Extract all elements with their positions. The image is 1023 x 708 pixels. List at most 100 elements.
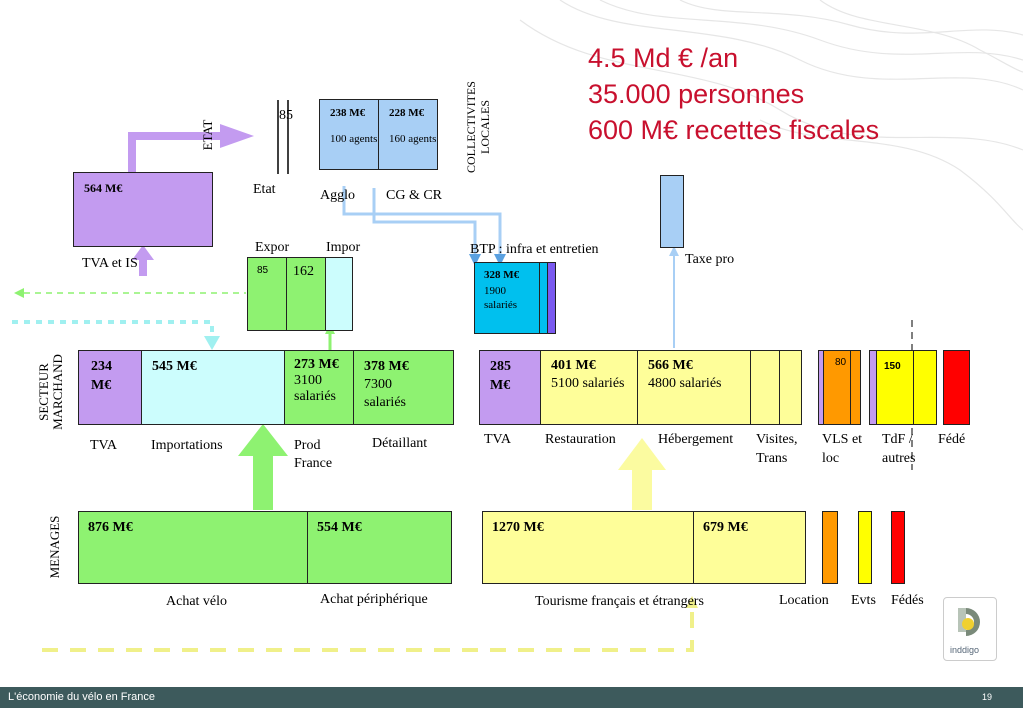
achat-velo-value: 876 M€: [88, 520, 133, 535]
restauration-value: 401 M€: [551, 358, 596, 373]
prod-detail2: salariés: [294, 389, 336, 404]
tourisme-box: 1270 M€: [482, 511, 694, 584]
btp-box: 328 M€ 1900 salariés: [474, 262, 540, 334]
tva-is-value: 564 M€: [84, 181, 123, 195]
detaillant-detail1: 7300: [364, 377, 392, 392]
sm-left-tva-label: TVA: [90, 438, 117, 453]
vls-box-2: 80: [835, 350, 861, 425]
fede-box: [943, 350, 970, 425]
prod-export-box: 162: [286, 257, 326, 331]
agglo-box: 238 M€ 100 agents: [319, 99, 379, 170]
agglo-label: Agglo: [320, 188, 355, 203]
expor-label: Expor: [255, 240, 290, 255]
footer-bar: L'économie du vélo en France 19: [0, 687, 1023, 708]
etat-caption: Etat: [253, 182, 276, 197]
impor-label: Impor: [326, 240, 361, 255]
sm-left-tva-value2: M€: [91, 378, 112, 393]
detaillant-value: 378 M€: [364, 359, 409, 374]
achat-peripherique-label: Achat périphérique: [320, 592, 428, 607]
restauration-label: Restauration: [545, 432, 616, 447]
restauration-detail: 5100 salariés: [551, 376, 625, 391]
evts-orange-box: [822, 511, 838, 584]
cgcr-value: 228 M€: [389, 107, 425, 119]
visites-box-1: [750, 350, 780, 425]
hebergement-box: 566 M€ 4800 salariés: [637, 350, 751, 425]
footer-title: L'économie du vélo en France: [8, 691, 156, 703]
detaillant-detail2: salariés: [364, 395, 406, 410]
sm-right-tva-box: 285 M€: [479, 350, 541, 425]
prod-france-box: 273 M€ 3100 salariés: [284, 350, 354, 425]
vls-label2: loc: [822, 451, 840, 466]
vls-label1: VLS et: [822, 432, 863, 447]
importations-value: 545 M€: [152, 359, 197, 374]
agglo-detail: 100 agents: [330, 133, 378, 145]
sm-right-tva-value1: 285: [490, 359, 511, 374]
visites-box-2: [779, 350, 802, 425]
inddigo-logo: inddigo: [943, 597, 997, 661]
sm-right-tva-value2: M€: [490, 378, 511, 393]
fedes-box: [891, 511, 905, 584]
tourisme-value: 1270 M€: [492, 520, 544, 535]
tva-is-box: 564 M€: [73, 172, 213, 247]
sm-left-tva-box: 234 M€: [78, 350, 142, 425]
location-box: 679 M€: [693, 511, 806, 584]
importations-label: Importations: [151, 438, 223, 453]
fede-label: Fédé: [938, 432, 966, 447]
cgcr-detail: 160 agents: [389, 133, 437, 145]
secteur-label-line2: MARCHAND: [50, 354, 65, 430]
expor-box: 85: [247, 257, 287, 331]
btp-value: 328 M€: [484, 269, 520, 281]
prod-label2: France: [294, 456, 333, 471]
btp-detail1: 1900: [484, 285, 506, 297]
collectivites-label: COLLECTIVITES LOCALES: [464, 67, 492, 187]
prod-value: 273 M€: [294, 357, 339, 372]
agglo-value: 238 M€: [330, 107, 366, 119]
tva-is-label: TVA et IS: [82, 256, 138, 271]
achat-peripherique-value: 554 M€: [317, 520, 362, 535]
prod-label1: Prod: [294, 438, 321, 453]
headline: 4.5 Md € /an 35.000 personnes 600 M€ rec…: [588, 40, 879, 148]
tdf-label1: TdF /: [882, 432, 913, 447]
btp-strip-purple: [547, 262, 556, 334]
etat-label-box: ETAT: [194, 98, 222, 174]
menages-label: MENAGES: [47, 515, 62, 579]
impor-value: 162: [293, 264, 314, 279]
btp-detail2: salariés: [484, 299, 517, 311]
etat-number: 85: [279, 108, 293, 123]
achat-velo-label: Achat vélo: [166, 594, 228, 609]
cgcr-box: 228 M€ 160 agents: [378, 99, 438, 170]
detaillant-label: Détaillant: [372, 436, 428, 451]
location-label: Location: [779, 593, 829, 608]
secteur-marchand-label: SECTEUR MARCHAND: [36, 337, 65, 447]
cgcr-label: CG & CR: [386, 188, 443, 203]
taxe-pro-box: [660, 175, 684, 248]
detaillant-box: 378 M€ 7300 salariés: [353, 350, 454, 425]
importations-box: 545 M€: [141, 350, 285, 425]
taxe-pro-label: Taxe pro: [685, 252, 735, 267]
headline-line-2: 35.000 personnes: [588, 79, 805, 109]
prod-detail1: 3100: [294, 373, 322, 388]
visites-label2: Trans: [756, 451, 788, 466]
inddigo-logo-mark: [958, 608, 980, 636]
location-value: 679 M€: [703, 520, 748, 535]
collectivites-label-line2: LOCALES: [478, 100, 492, 154]
evts-label: Evts: [851, 593, 876, 608]
secteur-label-line1: SECTEUR: [36, 363, 51, 421]
tdf-box: 150: [876, 350, 914, 425]
hebergement-detail: 4800 salariés: [648, 376, 722, 391]
tdf-box-2: [913, 350, 937, 425]
collectivites-label-line1: COLLECTIVITES: [464, 81, 478, 173]
tdf-label2: autres: [882, 451, 916, 466]
evts-yellow-box: [858, 511, 872, 584]
headline-line-1: 4.5 Md € /an: [588, 43, 739, 73]
visites-label1: Visites,: [756, 432, 798, 447]
etat-label: ETAT: [200, 119, 215, 151]
restauration-box: 401 M€ 5100 salariés: [540, 350, 638, 425]
expor-value: 85: [257, 265, 269, 276]
achat-velo-box: 876 M€: [78, 511, 308, 584]
hebergement-label: Hébergement: [658, 432, 734, 447]
footer-page-number: 19: [982, 692, 993, 702]
achat-peripherique-box: 554 M€: [307, 511, 452, 584]
headline-line-3: 600 M€ recettes fiscales: [588, 115, 880, 145]
